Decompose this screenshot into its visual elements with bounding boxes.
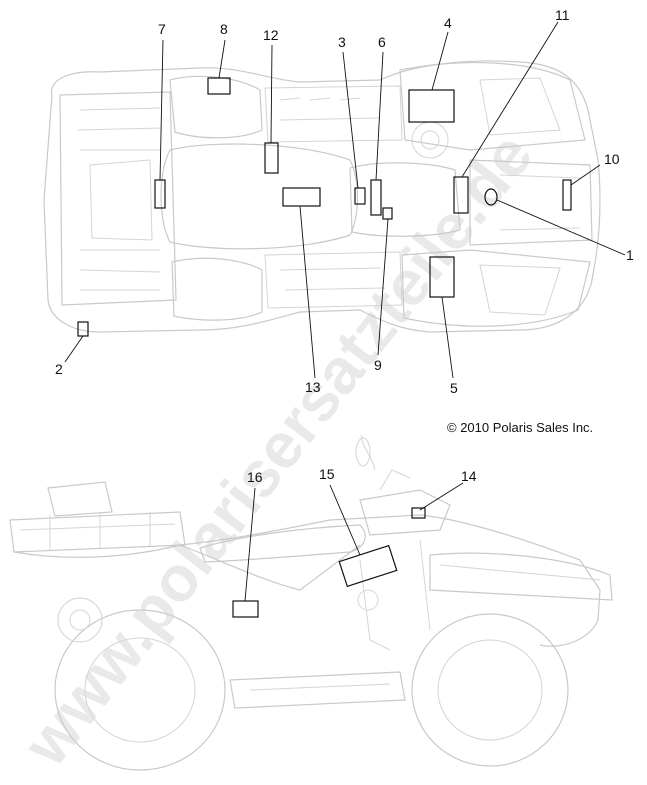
decal-14-box [411,507,426,519]
callout-13: 13 [305,379,321,395]
decal-3-box [354,187,366,205]
callout-7: 7 [158,21,166,37]
callout-2: 2 [55,361,63,377]
callout-16: 16 [247,469,263,485]
callout-3: 3 [338,34,346,50]
decal-11-box [453,176,469,214]
callout-6: 6 [378,34,386,50]
callout-14: 14 [461,468,477,484]
copyright-notice: © 2010 Polaris Sales Inc. [447,420,593,435]
callout-10: 10 [604,151,620,167]
decal-6-box [370,179,382,216]
atv-side-view [9,434,613,771]
callout-12: 12 [263,27,279,43]
callout-11: 11 [555,7,570,23]
decal-12-box [264,142,279,174]
decal-10-box [562,179,572,211]
decal-9-box [382,207,393,220]
decal-15-box [338,544,398,588]
callout-8: 8 [220,21,228,37]
callout-9: 9 [374,357,382,373]
decal-7-box [154,179,166,209]
callout-4: 4 [444,15,452,31]
atv-top-view [43,60,601,333]
decal-4-box [408,89,455,123]
decal-16-box [232,600,259,618]
callout-1: 1 [626,247,634,263]
decal-markers [77,77,572,618]
watermark-text: www.polarisersatzteile.de [9,120,547,780]
decal-1-oval [484,188,498,206]
callout-labels: 7 8 12 3 6 4 11 10 1 9 5 13 2 14 15 16 [55,7,634,485]
decal-8-box [207,77,231,95]
decal-13-box [282,187,321,207]
callout-5: 5 [450,380,458,396]
leader-lines [64,21,626,602]
callout-15: 15 [319,466,335,482]
